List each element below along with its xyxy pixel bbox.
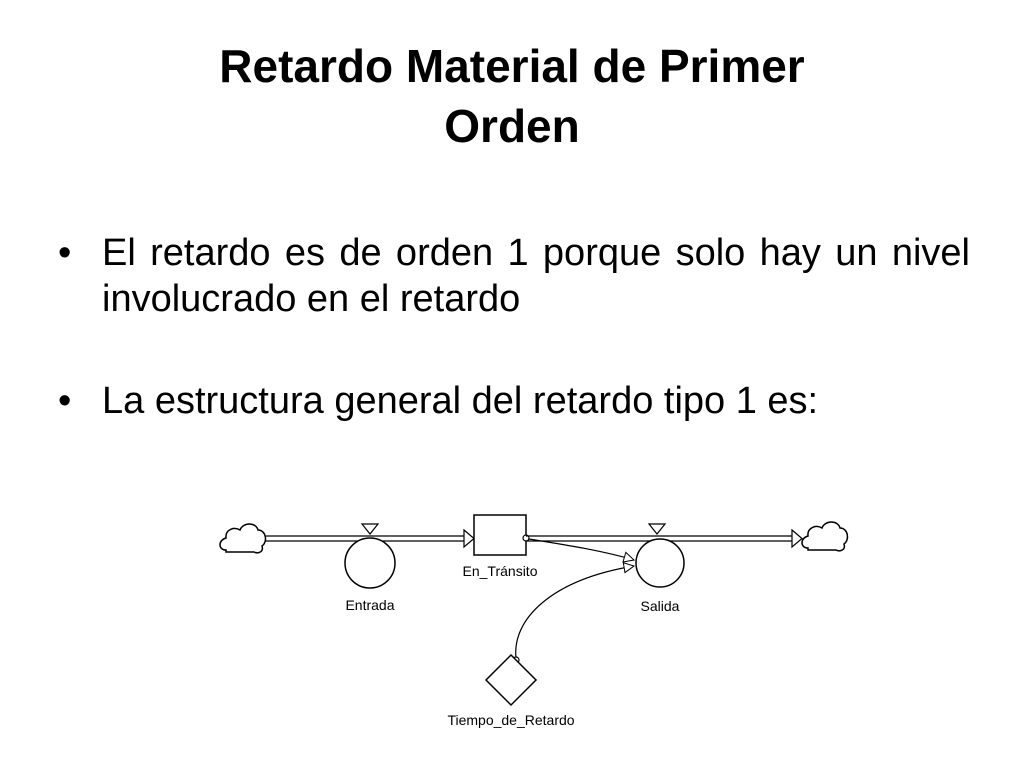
bullet-text: El retardo es de orden 1 porque solo hay…: [102, 232, 970, 320]
sink-cloud-icon: [801, 521, 849, 552]
bullet-item: • La estructura general del retardo tipo…: [58, 378, 970, 424]
slide-title: Retardo Material de Primer Orden: [0, 36, 1024, 156]
outflow-valve-icon: [635, 523, 685, 588]
stock-label: En_Tránsito: [463, 563, 538, 579]
stock-to-outflow-connector: [528, 538, 634, 560]
delay-constant-label: Tiempo_de_Retardo: [447, 712, 574, 728]
source-cloud-icon: [219, 523, 267, 554]
outflow-label: Salida: [641, 598, 680, 614]
bullet-list: • El retardo es de orden 1 porque solo h…: [58, 230, 970, 424]
bullet-text: La estructura general del retardo tipo 1…: [102, 380, 819, 422]
inflow-label: Entrada: [345, 597, 394, 613]
bullet-marker: •: [58, 232, 72, 274]
stock-flow-diagram: Entrada En_Tránsito Salida Tiempo_de_Ret…: [219, 514, 849, 728]
delay-to-outflow-connector: [515, 566, 634, 659]
title-line-2: Orden: [444, 100, 580, 152]
inflow-valve-icon: [344, 523, 396, 589]
bullet-item: • El retardo es de orden 1 porque solo h…: [58, 230, 970, 322]
stock-box: [473, 514, 527, 556]
bullet-marker: •: [58, 380, 72, 422]
title-line-1: Retardo Material de Primer: [219, 40, 805, 92]
delay-constant-diamond: [484, 653, 538, 707]
outflow-arrow-icon: [791, 528, 803, 549]
inflow-arrow-icon: [463, 528, 475, 549]
